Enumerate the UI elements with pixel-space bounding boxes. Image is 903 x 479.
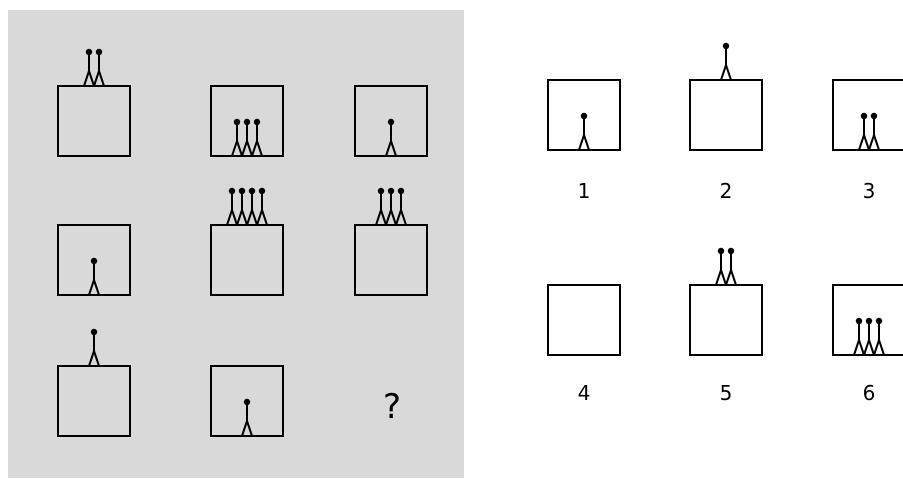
stick-figure-icon (385, 118, 397, 157)
answer-option-1 (547, 79, 621, 151)
answer-option-3 (832, 79, 903, 151)
grid-cell-7 (57, 328, 131, 437)
stick-figure-icon (241, 118, 253, 157)
stick-figure-icon (246, 187, 258, 226)
stick-figure-icon (385, 187, 397, 226)
stick-figure-icon (93, 48, 105, 87)
stick-figure-icon (241, 398, 253, 437)
answer-option-label: 1 (578, 179, 591, 203)
answer-option-label: 2 (720, 179, 733, 203)
grid-cell-2 (210, 85, 284, 157)
stick-figure-icon (395, 187, 407, 226)
box-outline (354, 85, 428, 157)
box-outline (832, 284, 903, 356)
grid-cell-1 (57, 48, 131, 157)
stick-figure-icon (858, 112, 870, 151)
answer-option-label: 5 (720, 381, 733, 405)
answer-options: 1 2 3 4 5 6 (547, 42, 903, 405)
stick-figure-icon (236, 187, 248, 226)
stick-figure-icon (853, 317, 865, 356)
box-outline (689, 284, 763, 356)
stick-figure-icon (231, 118, 243, 157)
stick-figure-icon (88, 328, 100, 367)
stick-figure-icon (256, 187, 268, 226)
box-outline (689, 79, 763, 151)
stick-figure-icon (88, 257, 100, 296)
answer-option-label: 6 (863, 381, 876, 405)
stick-figure-icon (578, 112, 590, 151)
stick-figure-icon (226, 187, 238, 226)
box-outline (210, 365, 284, 437)
stick-figure-icon (720, 42, 732, 81)
answer-option-label: 3 (863, 179, 876, 203)
puzzle-panel (8, 10, 464, 478)
stick-figure-icon (863, 317, 875, 356)
stick-figure-icon (868, 112, 880, 151)
stick-figure-icon (375, 187, 387, 226)
box-outline (547, 284, 621, 356)
grid-cell-6 (354, 187, 428, 296)
answer-option-label: 4 (578, 381, 591, 405)
grid-cell-5 (210, 187, 284, 296)
box-outline (210, 85, 284, 157)
box-outline (354, 224, 428, 296)
answer-option-6 (832, 284, 903, 356)
answer-option-4 (547, 284, 621, 356)
grid-cell-3 (354, 85, 428, 157)
answer-option-2 (689, 42, 763, 151)
stick-figure-icon (715, 247, 727, 286)
stick-figure-icon (251, 118, 263, 157)
box-outline (57, 224, 131, 296)
stick-figure-icon (725, 247, 737, 286)
box-outline (57, 365, 131, 437)
missing-cell-question-mark: ? (383, 387, 401, 427)
stick-figure-icon (83, 48, 95, 87)
box-outline (832, 79, 903, 151)
grid-cell-8 (210, 365, 284, 437)
puzzle-grid (57, 48, 428, 437)
stick-figure-icon (873, 317, 885, 356)
grid-cell-4 (57, 224, 131, 296)
answer-option-5 (689, 247, 763, 356)
box-outline (547, 79, 621, 151)
